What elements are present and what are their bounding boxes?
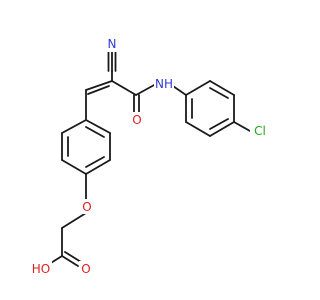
label-bg-acid-oh [30, 261, 52, 277]
label-bg-ether-o [80, 199, 94, 214]
acid-hydroxyl-label: HO [32, 262, 50, 276]
label-bg-amide-o [130, 112, 144, 127]
oxyacetic-acid-group [45, 173, 87, 267]
ring1-inner-2 [85, 156, 105, 168]
bond-aryl-chlorine [233, 121, 251, 132]
ring1-bond-6 [61, 119, 87, 134]
amide-oxygen-label: O [132, 113, 141, 127]
acid-carbonyl-oxygen-label: O [81, 262, 90, 276]
bond-ca-carbonyl [111, 80, 137, 96]
ring2-bond-4 [209, 121, 235, 137]
ring1-inner-1 [85, 126, 105, 138]
chlorophenyl-ring [169, 80, 251, 137]
ether-oxygen-label: O [82, 200, 91, 214]
bond-alkene-outer [85, 80, 113, 91]
ring2-bond-5 [185, 121, 211, 137]
ring1-bond-1 [85, 119, 111, 134]
chlorine-label: Cl [254, 124, 266, 138]
label-bg-acid-o [79, 261, 93, 276]
label-bg-chlorine [250, 123, 270, 139]
ring1-bond-4 [61, 159, 87, 175]
bond-carboxyl-double-b [64, 251, 82, 263]
bond-ether-ch2 [61, 212, 87, 229]
label-bg-nitrile-n [104, 37, 120, 52]
ring2-bond-1 [185, 80, 211, 96]
acrylamide-backbone [85, 70, 157, 121]
amide-nh-label: NH [155, 77, 173, 91]
nitrile-group [107, 51, 117, 72]
nitrile-nitrogen-label: N [108, 37, 117, 51]
ring2-inner-2 [209, 118, 229, 130]
central-phenyl-ring [61, 119, 111, 175]
ring1-bond-3 [85, 159, 111, 175]
bond-carbonyl-nh [135, 83, 157, 96]
ring2-bond-2 [209, 80, 235, 96]
ring2-inner-1 [209, 87, 229, 99]
label-bg-amide-nh [154, 76, 174, 92]
molecule-structure: N NH O Cl O O HO [30, 37, 270, 277]
atom-labels: N NH O Cl O O HO [30, 37, 270, 277]
bond-alkene-inner [87, 85, 110, 95]
bond-carboxyl-double-a [61, 255, 79, 267]
